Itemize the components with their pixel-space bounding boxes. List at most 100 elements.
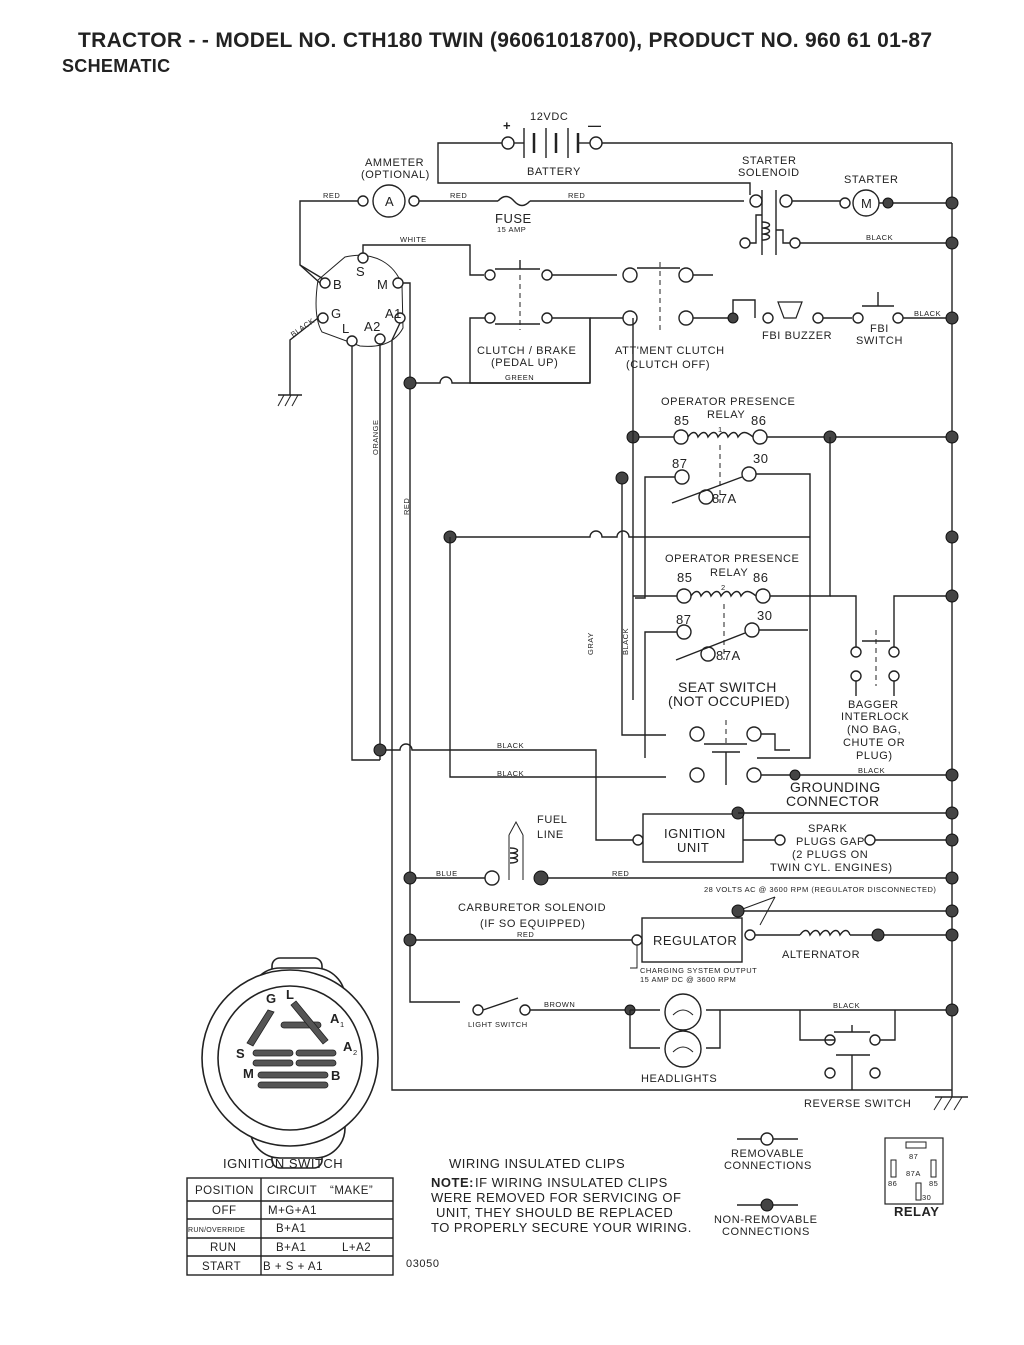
table-row-position: RUN/OVERRIDE [188, 1227, 245, 1234]
ign-terminal-s: S [356, 264, 365, 279]
headlights-label: HEADLIGHTS [641, 1073, 717, 1085]
relay2-pin-87: 87 [676, 612, 691, 627]
bagger-label-2: INTERLOCK [841, 711, 909, 723]
grounding-label-1: GROUNDING [790, 779, 881, 795]
ignition-switch-terminals: S B M G L A2 A 1 WHITE BLACK ORANGE RED [277, 235, 952, 1091]
regulator: 28 VOLTS AC @ 3600 RPM (REGULATOR DISCON… [403, 885, 959, 984]
ign-face-s: S [236, 1046, 245, 1061]
battery-minus-label: — [588, 118, 602, 133]
table-row-position: RUN [210, 1242, 236, 1254]
relay-legend: 87 86 87A 85 30 RELAY [884, 1137, 944, 1219]
legend-removable-1: REMOVABLE [731, 1148, 804, 1160]
attment-clutch-label-2: (CLUTCH OFF) [626, 359, 710, 371]
table-row-position: START [202, 1261, 241, 1273]
grounding-label-2: CONNECTOR [786, 793, 880, 809]
ignition-unit: IGNITION UNIT SPARK PLUGS GAP (2 PLUGS O… [595, 777, 959, 874]
wire-label-red: RED [517, 930, 534, 939]
relay1-num: 1 [718, 425, 723, 434]
bagger-interlock: BAGGER INTERLOCK (NO BAG, CHUTE OR PLUG) [830, 530, 959, 762]
fuse-label: FUSE [495, 211, 532, 226]
clips-note-line-3: UNIT, THEY SHOULD BE REPLACED [436, 1205, 673, 1220]
starter-solenoid-label-2: SOLENOID [738, 167, 800, 179]
ign-terminal-g: G [331, 306, 342, 321]
clips-title: WIRING INSULATED CLIPS [449, 1156, 625, 1171]
relay2-num: 2 [721, 583, 726, 592]
fbi-switch: FBI SWITCH BLACK [852, 292, 959, 347]
battery-label: BATTERY [527, 166, 581, 178]
relay1-pin-87: 87 [672, 456, 687, 471]
starter-m-label: M [861, 196, 872, 211]
relay2-pin-86: 86 [753, 570, 768, 585]
ign-terminal-l: L [342, 321, 350, 336]
ammeter-optional-label: (OPTIONAL) [361, 169, 430, 181]
ign-face-g: G [266, 991, 277, 1006]
table-row-circuit: B + S + A1 [263, 1261, 323, 1273]
wire-label-black: BLACK [621, 628, 630, 655]
fuel-label-2: LINE [537, 829, 564, 841]
relay2-pin-87a: 87A [716, 648, 741, 663]
ign-face-l: L [286, 987, 294, 1002]
starter-solenoid: STARTER SOLENOID BLACK [738, 155, 952, 255]
bagger-label-3: (NO BAG, [847, 724, 901, 736]
wire-label-white: WHITE [400, 235, 427, 244]
wire-label-red: RED [323, 191, 340, 200]
volts-note: 28 VOLTS AC @ 3600 RPM (REGULATOR DISCON… [704, 885, 936, 894]
ammeter-a-label: A [385, 194, 394, 209]
relay2-title: OPERATOR PRESENCE [665, 553, 800, 565]
relay-legend-label: RELAY [894, 1204, 939, 1219]
ign-face-a1: A [330, 1011, 340, 1026]
carburetor-solenoid: FUEL LINE BLUE RED CARBURETOR SOLENOID (… [403, 814, 959, 930]
relay-legend-87a: 87A [906, 1169, 921, 1178]
fuse-rating-label: 15 AMP [497, 225, 526, 234]
wire-label-orange: ORANGE [371, 419, 380, 455]
fuel-label-1: FUEL [537, 814, 568, 826]
table-row-circuit: B+A1 [276, 1223, 306, 1235]
clips-note-label: NOTE: [431, 1175, 474, 1190]
relay-legend-87: 87 [909, 1152, 918, 1161]
reverse-switch-label: REVERSE SWITCH [804, 1098, 911, 1110]
connection-legend: REMOVABLE CONNECTIONS NON-REMOVABLE CONN… [714, 1132, 817, 1238]
light-switch-label: LIGHT SWITCH [468, 1020, 528, 1029]
clips-note-line-4: TO PROPERLY SECURE YOUR WIRING. [431, 1220, 692, 1235]
relay-legend-86: 86 [888, 1179, 897, 1188]
clips-note-line-1: IF WIRING INSULATED CLIPS [475, 1175, 668, 1190]
clutch-brake-switch: CLUTCH / BRAKE (PEDAL UP) GREEN [469, 260, 617, 384]
spark-label-1: SPARK [808, 823, 848, 835]
ign-terminal-a2: A2 [364, 319, 381, 334]
page-title: TRACTOR - - MODEL NO. CTH180 TWIN (96061… [78, 29, 932, 52]
wire-label-black: BLACK [497, 769, 524, 778]
wire-label-green: GREEN [505, 373, 534, 382]
relay2-pin-85: 85 [677, 570, 692, 585]
wire-label-red: RED [612, 869, 629, 878]
ign-face-m: M [243, 1066, 254, 1081]
wire-label-black: BLACK [497, 741, 524, 750]
ign-face-b: B [331, 1068, 341, 1083]
page-subtitle: SCHEMATIC [62, 56, 170, 76]
table-header-make: “MAKE” [330, 1185, 373, 1197]
battery: 12VDC + — BATTERY [437, 111, 952, 195]
clutch-brake-label-2: (PEDAL UP) [491, 357, 558, 369]
ign-face-a2-sub: 2 [353, 1048, 358, 1057]
charging-label-2: 15 AMP DC @ 3600 RPM [640, 975, 736, 984]
table-row-circuit: B+A1 [276, 1242, 306, 1254]
attment-clutch-switch: ATT'MENT CLUTCH (CLUTCH OFF) [590, 262, 756, 371]
battery-plus-label: + [503, 118, 511, 133]
wire-label-brown: BROWN [544, 1000, 575, 1009]
ign-terminal-m: M [377, 277, 388, 292]
wire-label-black: BLACK [289, 316, 316, 339]
relay1-relay-label: RELAY [707, 409, 745, 421]
wire-label-red: RED [450, 191, 467, 200]
carb-label-2: (IF SO EQUIPPED) [480, 918, 586, 930]
ground-bus [933, 143, 968, 1111]
spark-label-2: PLUGS GAP [796, 836, 865, 848]
ignition-switch-face: G L A 1 S A 2 M B IGNITION SWITCH [201, 957, 379, 1171]
bagger-label-4: CHUTE OR [843, 737, 905, 749]
wire-label-black: BLACK [833, 1001, 860, 1010]
attment-clutch-label-1: ATT'MENT CLUTCH [615, 345, 725, 357]
fuse: RED FUSE 15 AMP [495, 191, 744, 234]
operator-presence-relay-2: OPERATOR PRESENCE RELAY 85 86 2 87 30 87… [633, 437, 831, 758]
ignition-unit-label-1: IGNITION [664, 826, 726, 841]
wiring-clips-note: WIRING INSULATED CLIPS NOTE: IF WIRING I… [406, 1156, 692, 1270]
fbi-buzzer-label: FBI BUZZER [762, 330, 832, 342]
